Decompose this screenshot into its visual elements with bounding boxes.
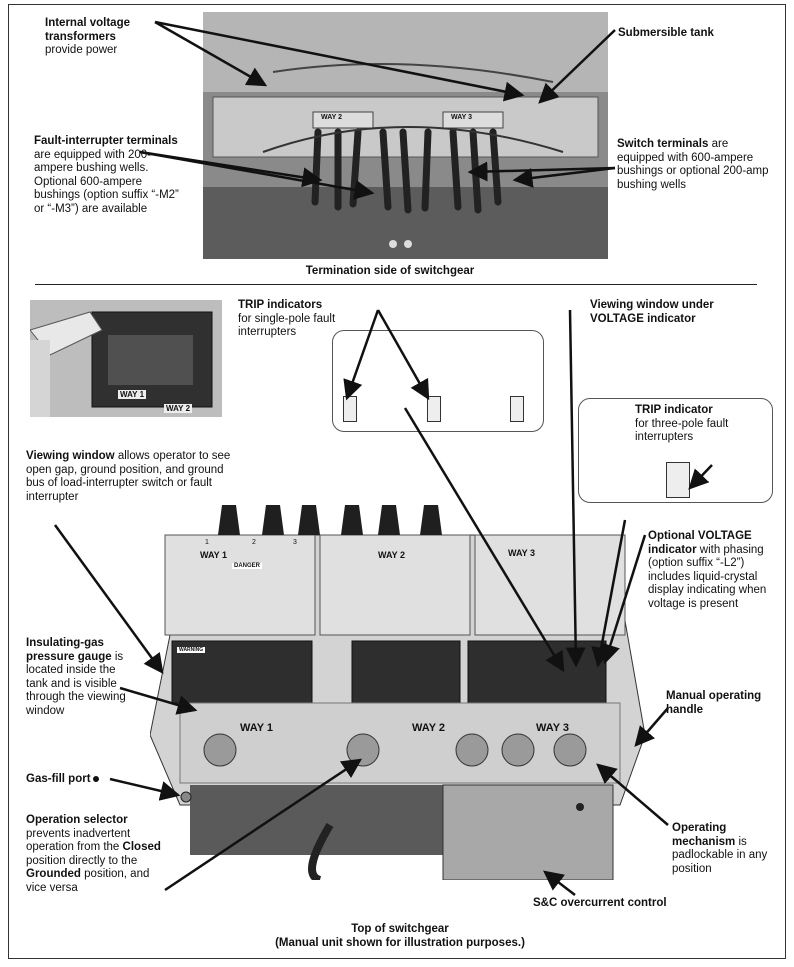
sel-grounded: Grounded [26, 868, 81, 880]
inset-way1-tag: WAY 1 [118, 390, 147, 399]
caption-top-of-switchgear: Top of switchgear (Manual unit shown for… [240, 922, 560, 950]
gas-fill-dot-icon [92, 775, 99, 782]
fit-title: Fault-interrupter terminals [34, 135, 178, 147]
label-manual-operating-handle: Manual operating handle [666, 690, 776, 717]
label-trip-indicators: TRIP indicators for single-pole fault in… [238, 299, 358, 340]
figure-frame [8, 4, 786, 959]
inset-way2-tag: WAY 2 [164, 404, 193, 413]
way3-tag: WAY 3 [508, 548, 536, 558]
body-way2-label: WAY 2 [412, 722, 446, 734]
trip-indicator-3 [510, 396, 524, 422]
label-gas-pressure-gauge: Insulating-gas pressure gauge is located… [26, 637, 136, 718]
switchgear-top-photo: WAY 1 WAY 2 WAY 3 DANGER WARNING WAY 1 W… [150, 495, 645, 880]
photo-way2-tag: WAY 2 [321, 114, 343, 121]
trip-indicator-1 [343, 396, 357, 422]
sel-body3: position, and vice versa [26, 868, 150, 894]
trip3-title: TRIP indicator [635, 404, 713, 416]
label-switch-terminals: Switch terminals are equipped with 600-a… [617, 138, 777, 192]
label-submersible-tank: Submersible tank [618, 27, 778, 41]
label-trip-indicator-three-pole: TRIP indicator for three-pole fault inte… [635, 404, 765, 445]
phase-3-tag: 3 [293, 539, 297, 546]
gauge-title: Insulating-gas pressure gauge [26, 637, 112, 663]
body-way3-label: WAY 3 [536, 722, 570, 734]
trip-indicator-2 [427, 396, 441, 422]
sel-title: Operation selector [26, 814, 128, 826]
label-fault-interrupter-terminals: Fault-interrupter terminals are equipped… [34, 135, 184, 216]
sel-body1: prevents inadvertent operation from the [26, 827, 131, 854]
label-internal-voltage-transformers: Internal voltage transformers provide po… [45, 17, 195, 58]
phase-2-tag: 2 [252, 539, 256, 546]
mech-body: is padlockable in any position [672, 835, 768, 875]
trip3-body: for three-pole fault interrupters [635, 417, 729, 444]
tank-title: Submersible tank [618, 27, 714, 39]
sel-closed: Closed [122, 841, 161, 853]
warning-tag: WARNING [177, 647, 206, 653]
body-way1-label: WAY 1 [240, 722, 274, 734]
st-title: Switch terminals [617, 138, 709, 150]
label-viewing-window: Viewing window allows operator to see op… [26, 450, 236, 504]
gasfill-title: Gas-fill port [26, 773, 91, 785]
sc-title: S&C overcurrent control [533, 897, 667, 909]
label-operation-selector: Operation selector prevents inadvertent … [26, 814, 166, 895]
volt-title: Optional VOLTAGE indicator [648, 530, 752, 556]
vw-under-title: Viewing window under VOLTAGE indicator [590, 299, 714, 325]
caption-line2: (Manual unit shown for illustration purp… [275, 937, 525, 949]
handle-title: Manual operating handle [666, 690, 762, 716]
vw-body: allows operator to see open gap, ground … [26, 450, 231, 503]
mech-title: Operating mechanism [672, 822, 736, 848]
three-pole-trip-panel [578, 398, 773, 503]
label-voltage-indicator: Optional VOLTAGE indicator with phasing … [648, 530, 783, 611]
way1-tag: WAY 1 [200, 550, 228, 560]
vw-title: Viewing window [26, 450, 115, 462]
volt-body: with phasing (option suffix “-L2”) inclu… [648, 543, 767, 610]
ivt-body: provide power [45, 44, 118, 56]
trip-indicator-three-pole [666, 462, 690, 498]
label-viewing-window-under-voltage: Viewing window under VOLTAGE indicator [590, 299, 740, 326]
sel-body2: position directly to the [26, 854, 138, 867]
trip-title: TRIP indicators [238, 299, 323, 311]
danger-tag: DANGER [232, 563, 263, 569]
phase-1-tag: 1 [205, 539, 209, 546]
viewing-window-photo: WAY 1 WAY 2 [30, 300, 222, 417]
trip-body: for single-pole fault interrupters [238, 312, 336, 339]
caption-termination-side: Termination side of switchgear [305, 265, 475, 277]
label-sc-overcurrent-control: S&C overcurrent control [533, 897, 693, 911]
way2-tag: WAY 2 [378, 550, 406, 560]
fit-body: are equipped with 200-ampere bushing wel… [34, 148, 179, 215]
caption-line1: Top of switchgear [351, 923, 449, 935]
termination-side-photo: WAY 2 WAY 3 [203, 12, 608, 259]
ivt-title: Internal voltage transformers [45, 17, 130, 43]
st-body: are equipped with 600-ampere bushings or… [617, 138, 769, 191]
label-operating-mechanism: Operating mechanism is padlockable in an… [672, 822, 777, 876]
label-gas-fill-port: Gas-fill port [26, 773, 126, 787]
photo-way3-tag: WAY 3 [451, 114, 473, 121]
section-divider [35, 284, 757, 285]
